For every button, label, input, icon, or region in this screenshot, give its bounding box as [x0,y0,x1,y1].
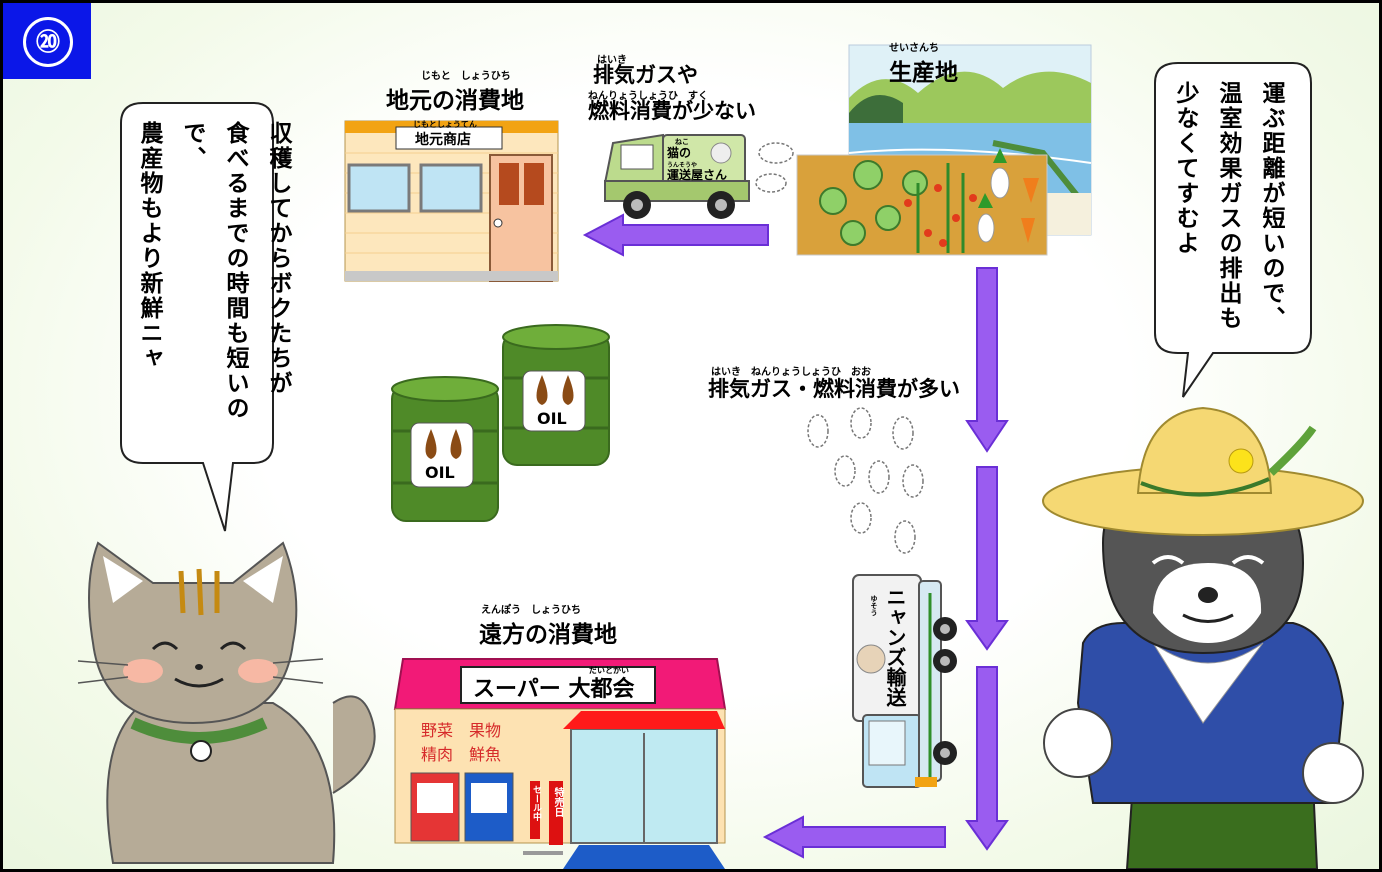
exhaust-less-1-ruby: はいき [597,55,627,66]
supermarket-sign-ruby: だいとかい [589,666,629,675]
cat-speech-line-3: 農産物もより新鮮ニャ [136,121,162,371]
production-area-illustration [796,44,1092,256]
far-place-ruby: えんぽう しょうひち [481,605,581,616]
exhaust-more-ruby: はいき ねんりょうしょうひ おお [711,367,871,378]
production-label: 生産地 [889,60,958,86]
sale-banner-2: 特売日 [552,787,563,817]
dog-speech-text: 運ぶ距離が短いので、 温室効果ガスの排出も 少なくてすむよ [1163,81,1292,341]
small-truck-ruby-2: うんそうや [667,162,698,169]
dog-speech-bubble [1154,62,1312,398]
supermarket-window-line1: 野菜 果物 [421,721,502,740]
small-truck-ruby-1: ねこ [675,138,689,146]
big-truck-illustration [852,574,957,788]
panel-number: ⑳ [23,17,73,67]
oil-label-2: OIL [425,463,455,482]
illustration [77,44,1364,869]
supermarket-window-line2: 精肉 鮮魚 [421,745,502,764]
cat-speech-line-1: 収穫してからボクたちが [265,121,291,396]
local-shop-sign: 地元商店 [415,132,471,148]
exhaust-puffs-large [807,407,924,554]
cat-speech-text: 収穫してからボクたちが 食べるまでの時間も短いので、 農産物もより新鮮ニャ [127,121,299,451]
exhaust-less-line2: 燃料消費が少ない [588,99,756,123]
small-truck-line2: 運送屋さん [667,168,728,182]
small-truck-line1: 猫の [667,146,692,160]
supermarket-illustration [393,658,727,869]
big-truck-text: ニャンズ輸送 [883,587,907,707]
dog-speech-line-3: 少なくてすむよ [1172,81,1198,256]
local-place-ruby: じもと しょうひち [421,71,511,82]
cat-character [77,541,376,864]
exhaust-puffs-small [755,142,794,193]
dog-character [1042,406,1364,869]
exhaust-less-2-ruby: ねんりょうしょうひ すく [588,91,708,102]
local-place-label: 地元の消費地 [386,88,524,114]
far-place-label: 遠方の消費地 [479,622,617,648]
sale-banner-1: セール中 [531,785,541,821]
oil-label-1: OIL [537,409,567,428]
panel-number-badge: ⑳ [3,3,91,79]
oil-barrels-illustration [391,324,610,522]
exhaust-less-line1: 排気ガスや [593,63,698,87]
transport-arrows [582,213,1009,859]
local-shop-illustration [344,120,559,282]
cat-speech-bubble [120,102,274,532]
dog-speech-line-2: 温室効果ガスの排出も [1215,81,1241,331]
production-ruby: せいさんち [889,43,939,54]
local-shop-sign-ruby: じもとしょうてん [413,120,477,129]
cat-speech-line-2: 食べるまでの時間も短いので、 [179,121,248,421]
exhaust-more-label: 排気ガス・燃料消費が多い [708,377,960,401]
big-truck-ruby: ゆそう [870,595,878,616]
supermarket-sign: スーパー 大都会 [473,677,635,702]
small-truck-illustration [604,133,750,219]
dog-speech-line-1: 運ぶ距離が短いので、 [1258,81,1284,331]
